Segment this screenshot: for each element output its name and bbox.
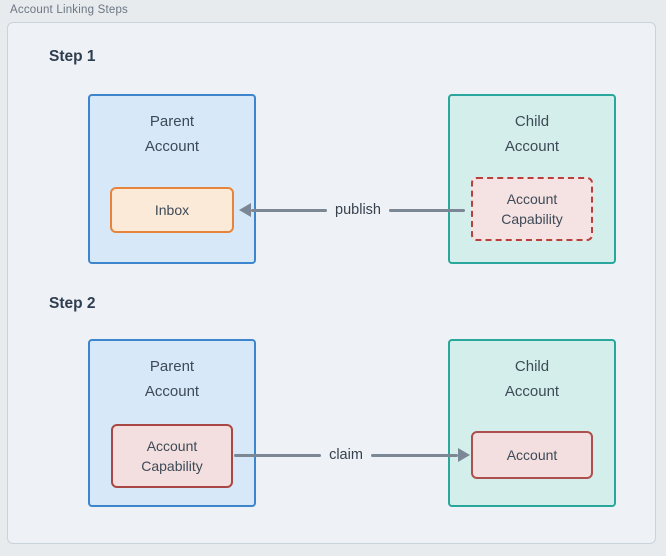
step1-child-account-title: Child Account bbox=[450, 109, 614, 159]
title-line: Parent bbox=[149, 113, 195, 130]
title-line: Account bbox=[144, 138, 200, 155]
step2-parent-account-box: Parent Account Account Capability bbox=[88, 339, 256, 507]
step2-child-account-box: Child Account Account bbox=[448, 339, 616, 507]
step1-parent-account-title: Parent Account bbox=[90, 109, 254, 159]
title-line: Account bbox=[504, 138, 560, 155]
diagram-panel: Step 1 Parent Account Inbox Child Accoun… bbox=[7, 22, 656, 544]
title-line: Child bbox=[514, 113, 550, 130]
title-line: Child bbox=[514, 358, 550, 375]
title-line: Account bbox=[504, 383, 560, 400]
step2-account-box: Account bbox=[471, 431, 593, 479]
publish-arrow-label: publish bbox=[335, 202, 381, 218]
title-line: Account bbox=[144, 383, 200, 400]
account-label: Account bbox=[506, 447, 558, 463]
arrow-line bbox=[234, 453, 322, 457]
step1-account-capability-box: Account Capability bbox=[471, 177, 593, 241]
arrowhead-right-icon bbox=[458, 448, 470, 462]
step1-inbox-box: Inbox bbox=[110, 187, 234, 233]
claim-arrow: claim bbox=[234, 446, 470, 464]
step1-parent-account-box: Parent Account Inbox bbox=[88, 94, 256, 264]
label-line: Capability bbox=[501, 211, 563, 227]
label-line: Account bbox=[146, 438, 198, 454]
step2-heading: Step 2 bbox=[49, 295, 96, 312]
step2-child-account-title: Child Account bbox=[450, 354, 614, 404]
figure-title: Account Linking Steps bbox=[10, 4, 128, 16]
title-line: Parent bbox=[149, 358, 195, 375]
arrow-line bbox=[388, 208, 466, 212]
label-line: Account bbox=[506, 191, 558, 207]
account-capability-label: Account Capability bbox=[141, 436, 202, 476]
arrow-line bbox=[251, 208, 328, 212]
inbox-label: Inbox bbox=[154, 202, 190, 218]
step2-account-capability-box: Account Capability bbox=[111, 424, 233, 488]
arrowhead-left-icon bbox=[239, 203, 251, 217]
arrow-line bbox=[370, 453, 458, 457]
step1-child-account-box: Child Account Account Capability bbox=[448, 94, 616, 264]
label-line: Capability bbox=[141, 458, 203, 474]
step1-heading: Step 1 bbox=[49, 48, 96, 65]
step2-parent-account-title: Parent Account bbox=[90, 354, 254, 404]
publish-arrow: publish bbox=[239, 201, 466, 219]
account-capability-label: Account Capability bbox=[501, 189, 562, 229]
claim-arrow-label: claim bbox=[329, 447, 363, 463]
